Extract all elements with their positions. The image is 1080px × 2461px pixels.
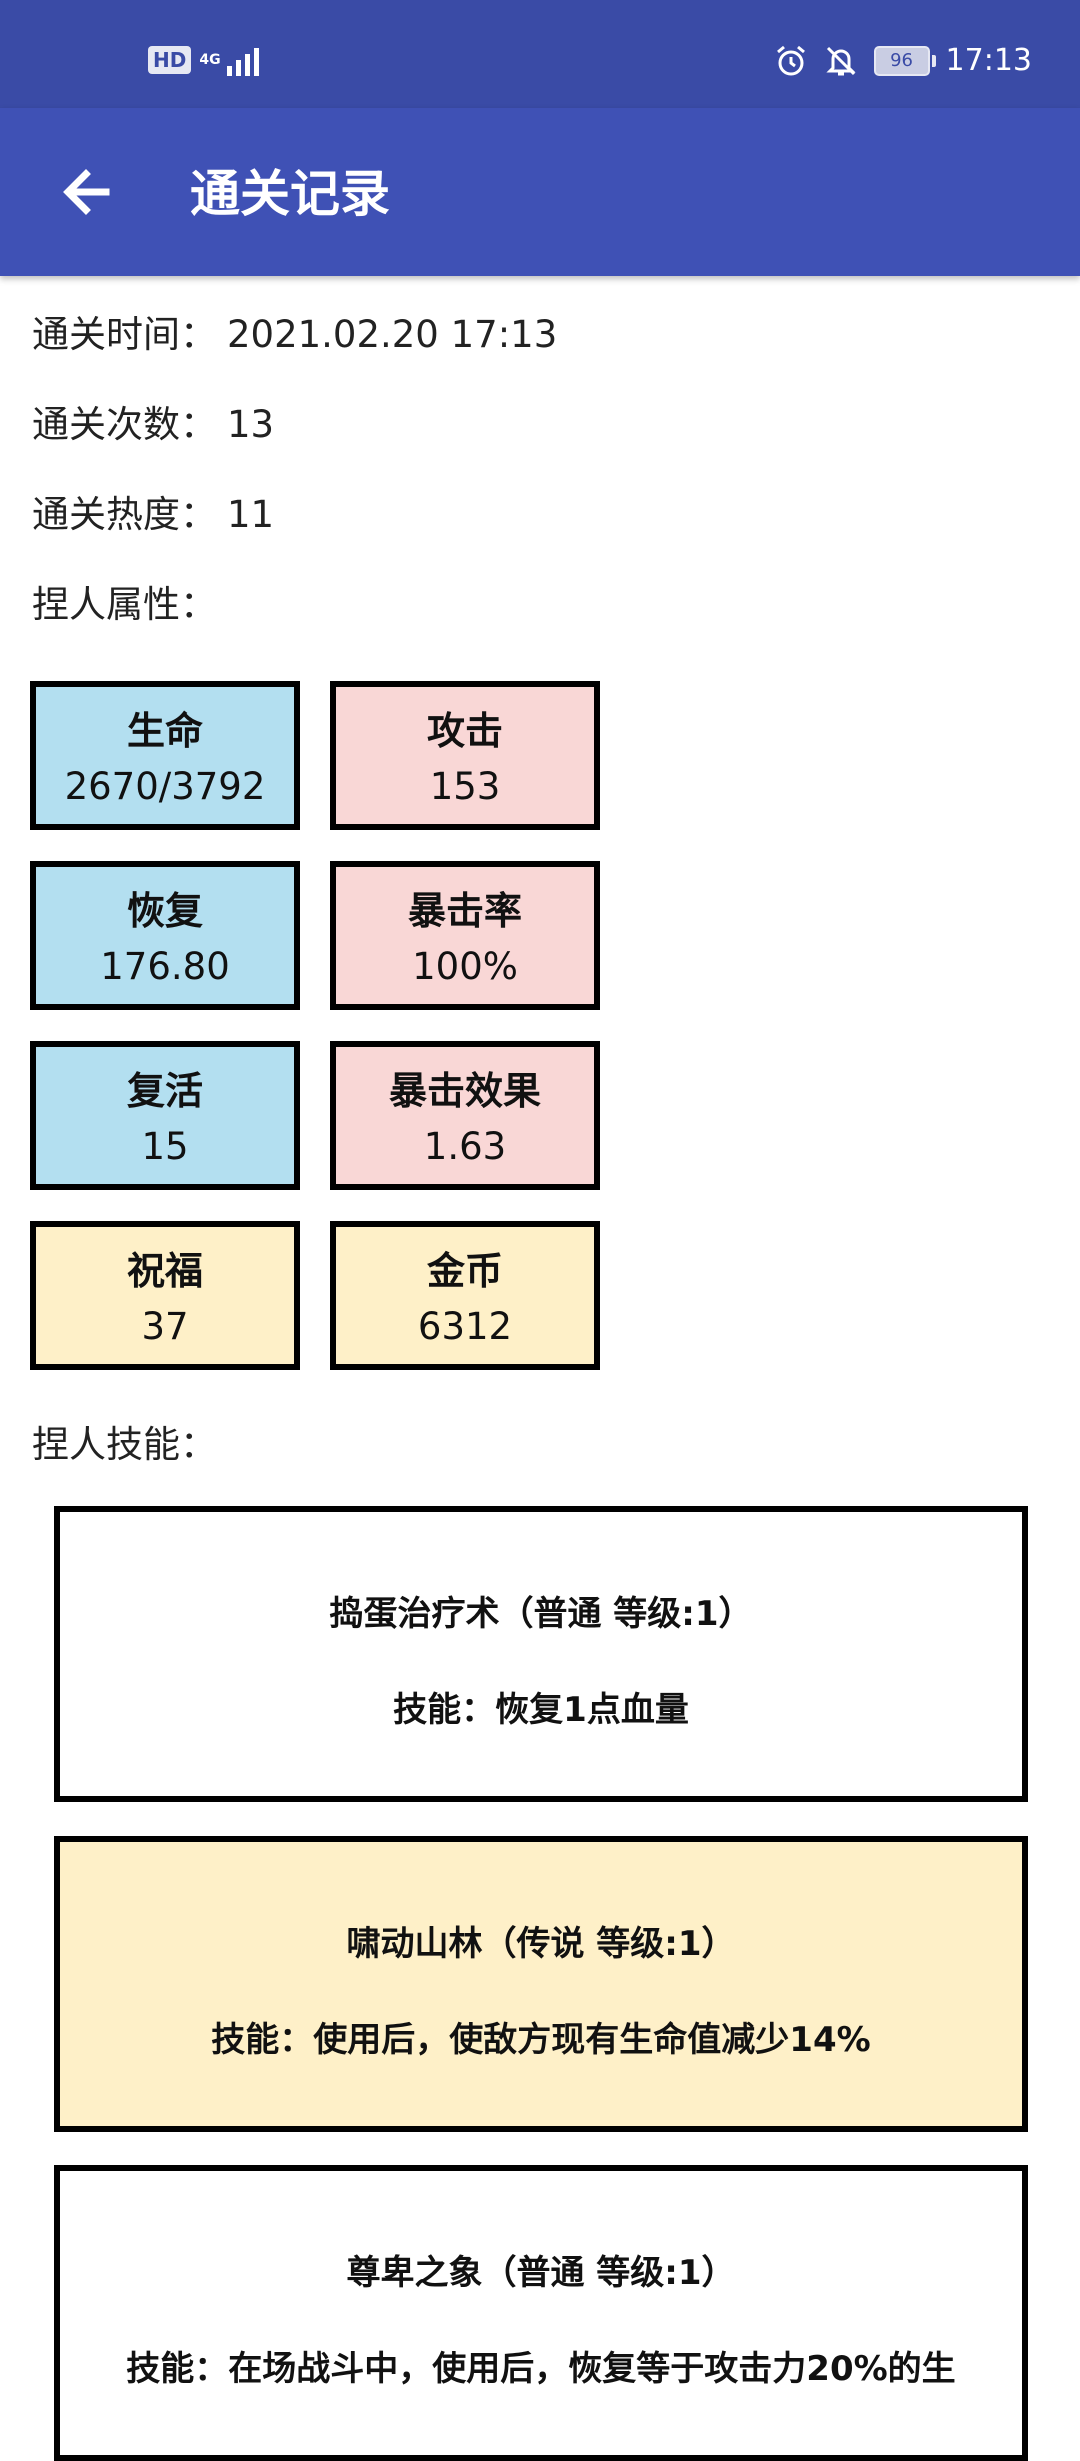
stat-label: 复活	[126, 1069, 203, 1113]
skill-description: 技能：恢复1点血量	[393, 1690, 689, 1730]
skill-title: 啸动山林（传说 等级:1）	[346, 1924, 736, 1964]
status-right: 96 17:13	[774, 44, 1032, 78]
clear-heat-row: 通关热度：11	[32, 492, 274, 538]
stat-value: 1.63	[423, 1125, 507, 1168]
page-title: 通关记录	[190, 165, 390, 223]
app-bar: 通关记录	[0, 108, 1080, 276]
stat-label: 暴击率	[407, 889, 522, 933]
arrow-left-icon[interactable]	[56, 160, 120, 224]
skills-heading: 捏人技能：	[32, 1423, 217, 1466]
skill-title: 捣蛋治疗术（普通 等级:1）	[329, 1594, 753, 1634]
status-time: 17:13	[945, 43, 1032, 78]
clear-time-row: 通关时间：2021.02.20 17:13	[32, 312, 557, 358]
clear-heat-label: 通关热度：	[32, 493, 217, 536]
battery-level: 96	[890, 50, 913, 71]
stat-label: 攻击	[426, 709, 503, 753]
stat-label: 祝福	[126, 1249, 203, 1293]
stat-value: 2670/3792	[64, 765, 266, 808]
skill-title: 尊卑之象（普通 等级:1）	[346, 2253, 736, 2293]
stat-value: 37	[141, 1305, 189, 1348]
alarm-icon	[776, 45, 805, 76]
stat-label: 暴击效果	[388, 1069, 541, 1113]
status-left: HD 4G	[148, 44, 260, 76]
skill-description: 技能：使用后，使敌方现有生命值减少14%	[211, 2020, 871, 2060]
bell-off-icon	[825, 46, 856, 76]
hd-badge: HD	[148, 46, 192, 74]
stat-value: 15	[141, 1125, 189, 1168]
stat-attack: 攻击 153	[330, 681, 600, 830]
stat-hp: 生命 2670/3792	[30, 681, 300, 830]
stat-value: 176.80	[100, 945, 230, 988]
stat-recovery: 恢复 176.80	[30, 861, 300, 1010]
stat-value: 6312	[417, 1305, 513, 1348]
clear-count-value: 13	[227, 403, 275, 446]
stat-revive: 复活 15	[30, 1041, 300, 1190]
stat-crit-effect: 暴击效果 1.63	[330, 1041, 600, 1190]
battery-icon: 96	[873, 46, 936, 76]
clear-time-label: 通关时间：	[32, 313, 217, 356]
skill-card: 捣蛋治疗术（普通 等级:1） 技能：恢复1点血量	[54, 1506, 1028, 1802]
network-label: 4G	[199, 52, 221, 68]
stat-crit-rate: 暴击率 100%	[330, 861, 600, 1010]
clear-heat-value: 11	[227, 493, 275, 536]
stat-value: 153	[429, 765, 501, 808]
stat-label: 金币	[426, 1249, 503, 1293]
status-bar: HD 4G 96 17:13	[0, 0, 1080, 108]
stat-label: 恢复	[126, 889, 203, 933]
skill-card: 尊卑之象（普通 等级:1） 技能：在场战斗中，使用后，恢复等于攻击力20%的生	[54, 2165, 1028, 2461]
clear-count-row: 通关次数：13	[32, 402, 274, 448]
clear-time-value: 2021.02.20 17:13	[227, 313, 558, 356]
clear-count-label: 通关次数：	[32, 403, 217, 446]
skill-card: 啸动山林（传说 等级:1） 技能：使用后，使敌方现有生命值减少14%	[54, 1836, 1028, 2132]
stat-value: 100%	[412, 945, 518, 988]
attributes-heading: 捏人属性：	[32, 583, 217, 626]
stat-gold: 金币 6312	[330, 1221, 600, 1370]
stat-label: 生命	[126, 709, 203, 753]
stat-blessing: 祝福 37	[30, 1221, 300, 1370]
skill-description: 技能：在场战斗中，使用后，恢复等于攻击力20%的生	[126, 2349, 956, 2389]
signal-icon	[227, 44, 260, 76]
